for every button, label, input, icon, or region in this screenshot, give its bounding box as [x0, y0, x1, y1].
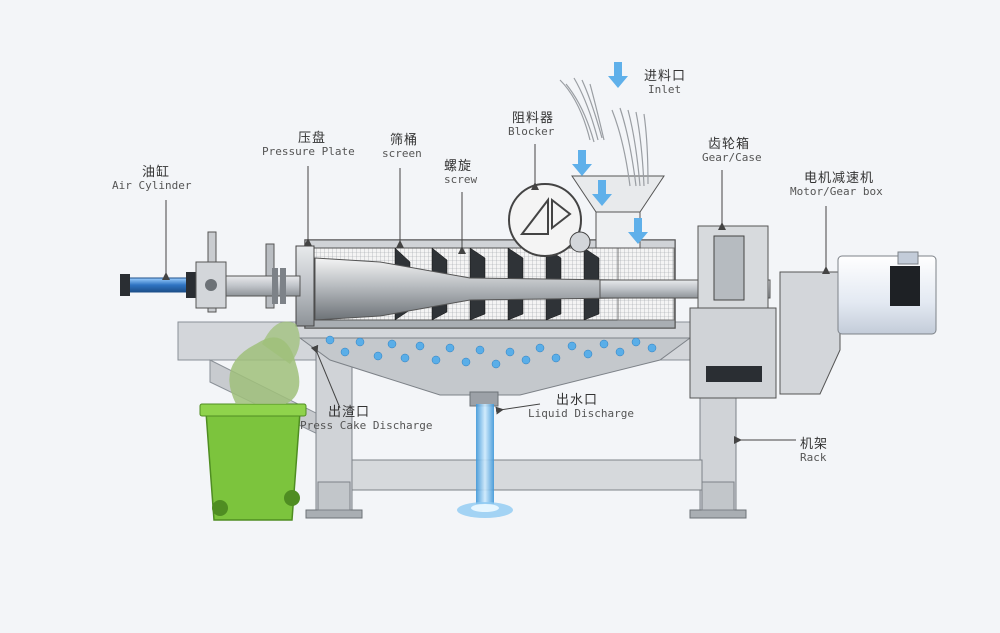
sludge-fibres: [559, 77, 649, 187]
inlet-hopper: [571, 175, 665, 249]
label-gear-case: 齿轮箱 Gear/Case: [702, 137, 762, 165]
label-blocker-en: Blocker: [508, 125, 555, 139]
label-motor: 电机减速机 Motor/Gear box: [790, 171, 883, 199]
label-liquid-discharge-zh: 出水口: [556, 393, 599, 408]
inlet-arrows: [572, 62, 648, 244]
label-pressure-plate-en: Pressure Plate: [262, 145, 355, 159]
leader-lines: [162, 144, 830, 444]
motor-part: [779, 251, 937, 395]
label-liquid-discharge: 出水口 Liquid Discharge: [528, 393, 634, 421]
label-inlet: 进料口 Inlet: [644, 69, 687, 97]
label-screw-zh: 螺旋: [444, 159, 473, 174]
label-rack-zh: 机架: [800, 437, 829, 452]
water-droplets: [325, 335, 657, 369]
label-air-cylinder: 油缸 Air Cylinder: [112, 165, 192, 193]
label-liquid-discharge-en: Liquid Discharge: [528, 407, 634, 421]
label-inlet-zh: 进料口: [644, 69, 687, 84]
label-screen-zh: 筛桶: [390, 133, 419, 148]
label-gear-case-zh: 齿轮箱: [708, 137, 751, 152]
air-cylinder-part: [120, 261, 227, 309]
gear-case-part: [689, 225, 777, 399]
label-rack: 机架 Rack: [800, 437, 829, 465]
label-pressure-plate: 压盘 Pressure Plate: [262, 131, 355, 159]
label-inlet-en: Inlet: [648, 83, 682, 97]
liquid-stream: [457, 404, 513, 518]
label-screen: 筛桶 screen: [382, 133, 422, 161]
label-air-cylinder-en: Air Cylinder: [112, 179, 192, 193]
label-blocker-zh: 阻料器: [512, 111, 555, 126]
label-screw: 螺旋 screw: [444, 159, 478, 187]
label-screen-en: screen: [382, 147, 422, 161]
label-cake-discharge-zh: 出渣口: [328, 405, 371, 420]
waste-bin: [199, 321, 307, 521]
label-motor-zh: 电机减速机: [804, 171, 875, 186]
label-air-cylinder-zh: 油缸: [142, 165, 171, 180]
label-gear-case-en: Gear/Case: [702, 151, 762, 165]
blocker-part: [508, 183, 591, 257]
label-pressure-plate-zh: 压盘: [298, 131, 327, 146]
label-cake-discharge-en: Press Cake Discharge: [300, 419, 433, 433]
label-motor-en: Motor/Gear box: [790, 185, 883, 199]
label-rack-en: Rack: [800, 451, 827, 465]
label-screw-en: screw: [444, 173, 478, 187]
label-cake-discharge: 出渣口 Press Cake Discharge: [300, 405, 433, 433]
label-blocker: 阻料器 Blocker: [508, 111, 555, 139]
